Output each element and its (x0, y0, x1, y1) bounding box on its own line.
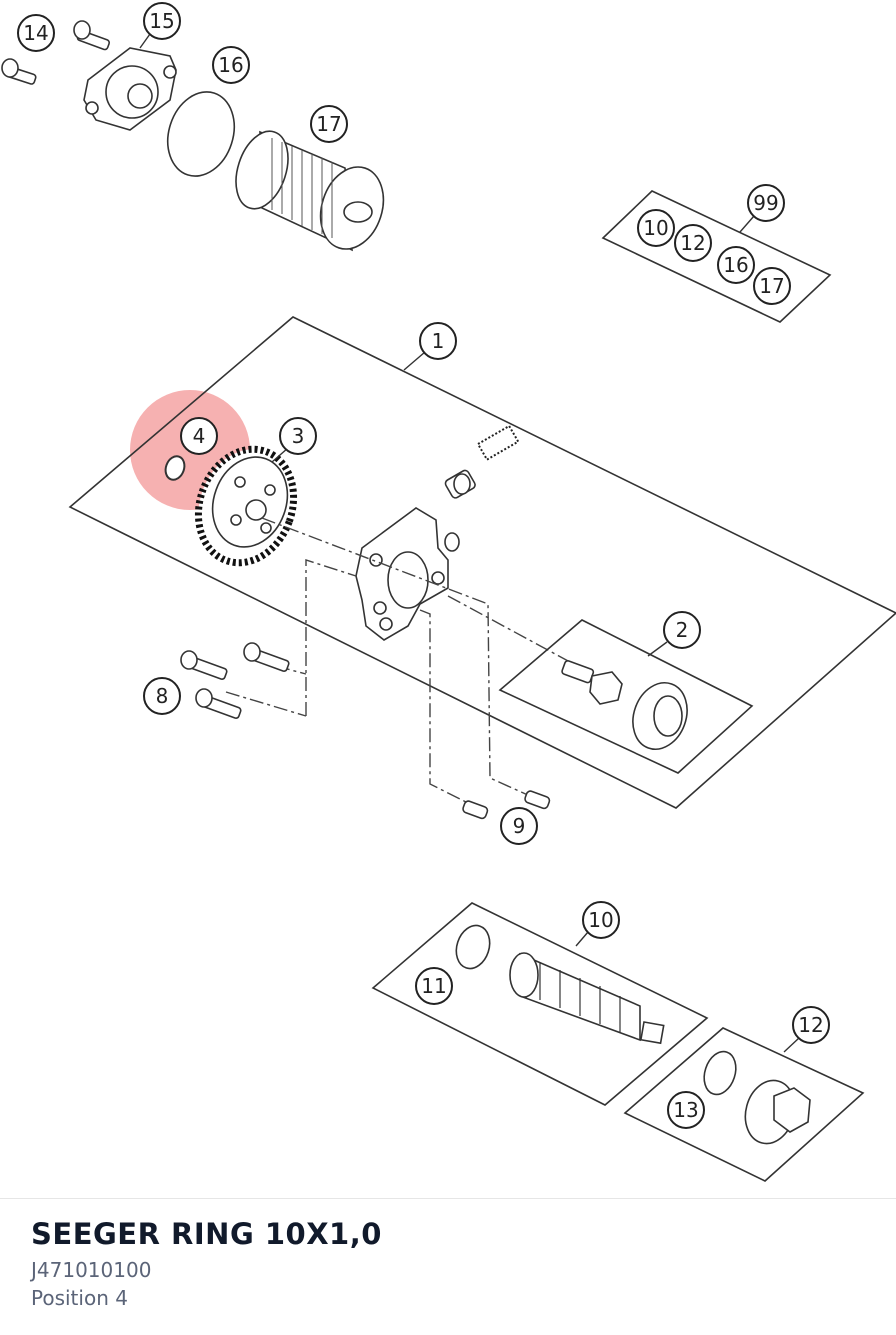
svg-text:1: 1 (432, 329, 445, 353)
svg-text:11: 11 (421, 974, 446, 998)
callout-16[interactable]: 16 (212, 46, 250, 84)
callout-8[interactable]: 8 (143, 677, 181, 715)
pump-housing[interactable] (355, 507, 449, 641)
screw-plug-12[interactable] (739, 1075, 811, 1149)
svg-text:13: 13 (673, 1098, 698, 1122)
callout-1[interactable]: 1 (419, 322, 457, 360)
part-position: Position 4 (31, 1286, 128, 1310)
callout-12[interactable]: 12 (792, 1006, 830, 1044)
svg-text:17: 17 (759, 274, 784, 298)
exploded-parts-diagram: 14 15 16 17 99 10 12 16 17 1 4 3 2 8 9 1… (1, 2, 896, 1182)
svg-text:10: 10 (643, 216, 668, 240)
callout-kit-17[interactable]: 17 (753, 267, 791, 305)
plunger[interactable] (444, 469, 477, 499)
filter-cover-15[interactable] (83, 47, 177, 131)
assembly-plate-1 (68, 316, 896, 809)
seeger-ring-4[interactable] (162, 454, 187, 483)
svg-text:12: 12 (798, 1013, 823, 1037)
assembly-line (261, 517, 531, 797)
gear-3[interactable] (183, 436, 309, 576)
callout-11[interactable]: 11 (415, 967, 453, 1005)
part-info-panel: SEEGER RING 10X1,0 J471010100 Position 4 (31, 1212, 382, 1312)
callout-10[interactable]: 10 (582, 901, 620, 939)
callout-kit-12[interactable]: 12 (674, 224, 712, 262)
assembly-line (447, 595, 571, 663)
assembly-line (225, 691, 307, 717)
sub-plate-10 (371, 902, 709, 1106)
svg-text:15: 15 (149, 9, 174, 33)
part-name: SEEGER RING 10X1,0 (31, 1217, 382, 1251)
svg-text:99: 99 (753, 191, 778, 215)
outer-rotor[interactable] (624, 675, 696, 757)
svg-text:9: 9 (513, 814, 526, 838)
callout-kit-16[interactable]: 16 (717, 246, 755, 284)
callout-2[interactable]: 2 (663, 611, 701, 649)
screw-8b[interactable] (243, 642, 290, 672)
callout-3[interactable]: 3 (279, 417, 317, 455)
svg-text:8: 8 (156, 684, 169, 708)
sub-plate-12 (623, 1027, 865, 1182)
washer[interactable] (444, 532, 460, 552)
dowel-pin-9a[interactable] (462, 800, 489, 820)
svg-text:14: 14 (23, 21, 48, 45)
svg-text:3: 3 (292, 424, 305, 448)
valve-10[interactable] (509, 952, 665, 1045)
callout-9[interactable]: 9 (500, 807, 538, 845)
part-number: J471010100 (31, 1258, 152, 1282)
o-ring-11[interactable] (451, 921, 495, 973)
svg-text:4: 4 (193, 424, 206, 448)
svg-text:10: 10 (588, 908, 613, 932)
leader-lines (139, 33, 800, 1053)
svg-text:17: 17 (316, 112, 341, 136)
sub-plate-2 (498, 619, 754, 774)
callout-14[interactable]: 14 (17, 14, 55, 52)
dowel-pin-9b[interactable] (524, 790, 551, 810)
oil-filter-17[interactable] (227, 125, 394, 258)
assembly-line (419, 609, 471, 805)
callout-99[interactable]: 99 (747, 184, 785, 222)
svg-text:16: 16 (723, 253, 748, 277)
screw-8c[interactable] (195, 688, 242, 719)
screw-14b[interactable] (1, 58, 37, 85)
callout-15[interactable]: 15 (143, 2, 181, 40)
callout-17[interactable]: 17 (310, 105, 348, 143)
svg-text:12: 12 (680, 231, 705, 255)
callout-4[interactable]: 4 (180, 417, 218, 455)
o-ring-16[interactable] (157, 83, 244, 185)
screw-14a[interactable] (73, 20, 111, 51)
callout-kit-10[interactable]: 10 (637, 209, 675, 247)
kit-plate-99 (601, 190, 832, 323)
callout-13[interactable]: 13 (667, 1091, 705, 1129)
inner-rotor[interactable] (561, 660, 623, 705)
spring[interactable] (476, 424, 520, 461)
divider (0, 1198, 896, 1199)
screw-8a[interactable] (180, 650, 228, 680)
svg-text:2: 2 (676, 618, 689, 642)
o-ring-13[interactable] (699, 1047, 741, 1098)
svg-text:16: 16 (218, 53, 243, 77)
assembly-line (305, 559, 357, 716)
